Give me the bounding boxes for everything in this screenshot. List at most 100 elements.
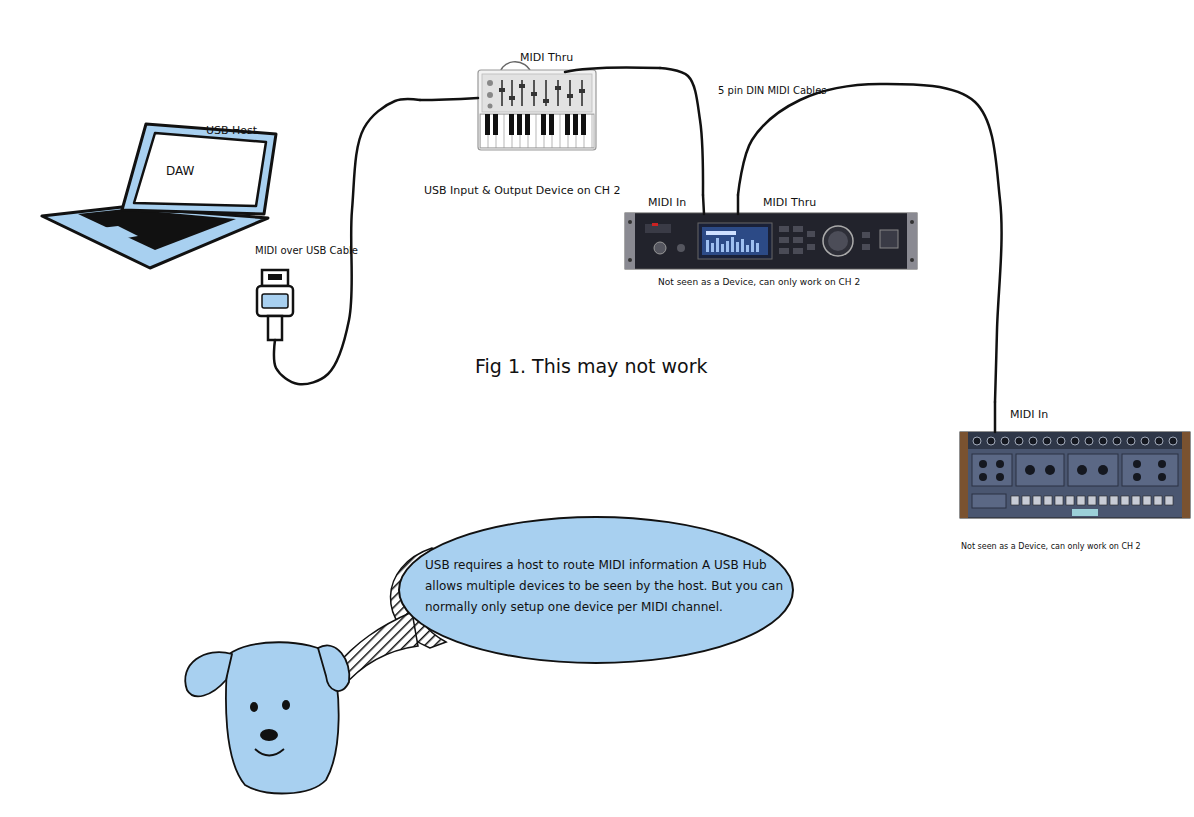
desktop-synth-illustration [960, 432, 1190, 518]
rack-module-illustration [910, 258, 914, 262]
rack-module-illustration [677, 244, 685, 252]
rack-module-illustration [706, 231, 736, 235]
rack-module-illustration [731, 237, 734, 252]
rack-module-illustration [706, 240, 709, 252]
desktop-synth-illustration [979, 473, 987, 481]
keyboard-synth-illustration [482, 74, 592, 112]
desktop-synth-illustration [996, 473, 1004, 481]
rack-module-illustration [726, 241, 729, 252]
rack-module-illustration [862, 244, 870, 250]
speech-bubble: USB requires a host to route MIDI inform… [397, 515, 795, 665]
rack-module-illustration [625, 213, 917, 269]
rack-module-illustration [751, 240, 754, 252]
desktop-synth-illustration [1098, 465, 1108, 475]
dog-mascot [185, 652, 232, 696]
desktop-synth-illustration [996, 460, 1004, 468]
keyboard-synth-illustration [487, 80, 493, 86]
rack-module-illustration [628, 220, 632, 224]
device-caption: Not seen as a Device, can only work on C… [961, 542, 1193, 552]
rack-module-illustration [645, 224, 671, 233]
desktop-synth-illustration [1025, 465, 1035, 475]
laptop-illustration [92, 226, 138, 241]
rack-module-illustration [793, 248, 803, 254]
rack-module-illustration [793, 237, 803, 243]
desktop-synth-illustration [1077, 465, 1087, 475]
desktop-synth-illustration [1133, 473, 1141, 481]
cable-stub [703, 195, 704, 214]
dog-mascot [185, 642, 349, 793]
laptop-device: USB HostDAW [40, 118, 302, 340]
cable-stub [565, 67, 660, 72]
rack-module-illustration [823, 226, 853, 256]
dog-mascot [318, 646, 349, 691]
keyboard-synth-illustration [569, 80, 571, 106]
rack-module-illustration [736, 242, 739, 252]
usb-plug [257, 270, 293, 340]
desktop-synth-illustration [1182, 432, 1190, 518]
desktop-synth-illustration [968, 432, 1182, 449]
rack-module: MIDI InMIDI ThruNot seen as a Device, ca… [615, 195, 945, 293]
laptop-illustration [42, 124, 276, 268]
dog-mascot [282, 700, 290, 710]
usb-plug [262, 270, 288, 286]
rack-module-illustration [862, 232, 870, 238]
rack-module-illustration [625, 213, 917, 269]
usb-plug [257, 286, 293, 316]
desktop-synth-illustration [1068, 454, 1118, 486]
rack-module-illustration [807, 244, 815, 250]
rack-module-illustration [741, 239, 744, 252]
cable-label: MIDI over USB Cable [255, 245, 358, 256]
rack-module-illustration [756, 243, 759, 252]
cable-stub [737, 195, 740, 214]
midi-cable [738, 84, 1002, 402]
desktop-synth-illustration [1016, 454, 1064, 486]
rack-module-illustration [654, 242, 666, 254]
keyboard-synth-illustration [557, 80, 559, 106]
laptop-illustration [42, 207, 268, 268]
keyboard-synth-illustration [567, 94, 573, 98]
desktop-synth-illustration [972, 454, 1012, 486]
keyboard-synth-illustration [499, 88, 505, 92]
keyboard-synth-illustration [555, 86, 561, 90]
keyboard-synth-illustration [579, 89, 585, 93]
desktop-synth: MIDI InNot seen as a Device, can only wo… [955, 402, 1193, 562]
laptop-illustration [78, 209, 236, 250]
rack-module-illustration [880, 230, 898, 248]
keyboard-synth-illustration [543, 99, 549, 103]
laptop-illustration [134, 133, 266, 206]
midi-cable [274, 99, 420, 384]
rack-module-illustration [793, 226, 803, 232]
keyboard-synth: MIDI ThruUSB Input & Output Device on CH… [420, 48, 660, 206]
rack-module-illustration [628, 258, 632, 262]
keyboard-synth-illustration [478, 70, 596, 150]
port-label: MIDI Thru [763, 196, 843, 209]
keyboard-synth-illustration [487, 92, 493, 98]
rack-module-illustration [779, 226, 789, 232]
rack-module-illustration [779, 237, 789, 243]
keyboard-synth-illustration [480, 114, 594, 135]
usb-plug [268, 316, 282, 340]
device-caption: USB Input & Output Device on CH 2 [424, 184, 684, 197]
desktop-synth-illustration [1122, 454, 1178, 486]
desktop-synth-illustration [1072, 509, 1098, 516]
figure-caption: Fig 1. This may not work [475, 355, 708, 377]
rack-module-illustration [711, 243, 714, 252]
rack-module-illustration [828, 231, 848, 251]
rack-module-illustration [625, 213, 635, 269]
rack-module-illustration [652, 223, 658, 226]
desktop-synth-illustration [979, 460, 987, 468]
bubble-text: USB requires a host to route MIDI inform… [425, 555, 787, 618]
cable-stub [420, 98, 478, 100]
keyboard-synth-illustration [511, 80, 513, 106]
keyboard-synth-illustration [521, 80, 523, 106]
desktop-synth-illustration [1158, 460, 1166, 468]
rack-module-illustration [721, 244, 724, 252]
device-caption: Not seen as a Device, can only work on C… [658, 277, 948, 288]
keyboard-synth-illustration [478, 62, 596, 150]
keyboard-synth-illustration [531, 92, 537, 96]
dog-mascot [260, 729, 278, 741]
desktop-synth-illustration [1045, 465, 1055, 475]
cable-note: 5 pin DIN MIDI Cables [718, 85, 827, 96]
